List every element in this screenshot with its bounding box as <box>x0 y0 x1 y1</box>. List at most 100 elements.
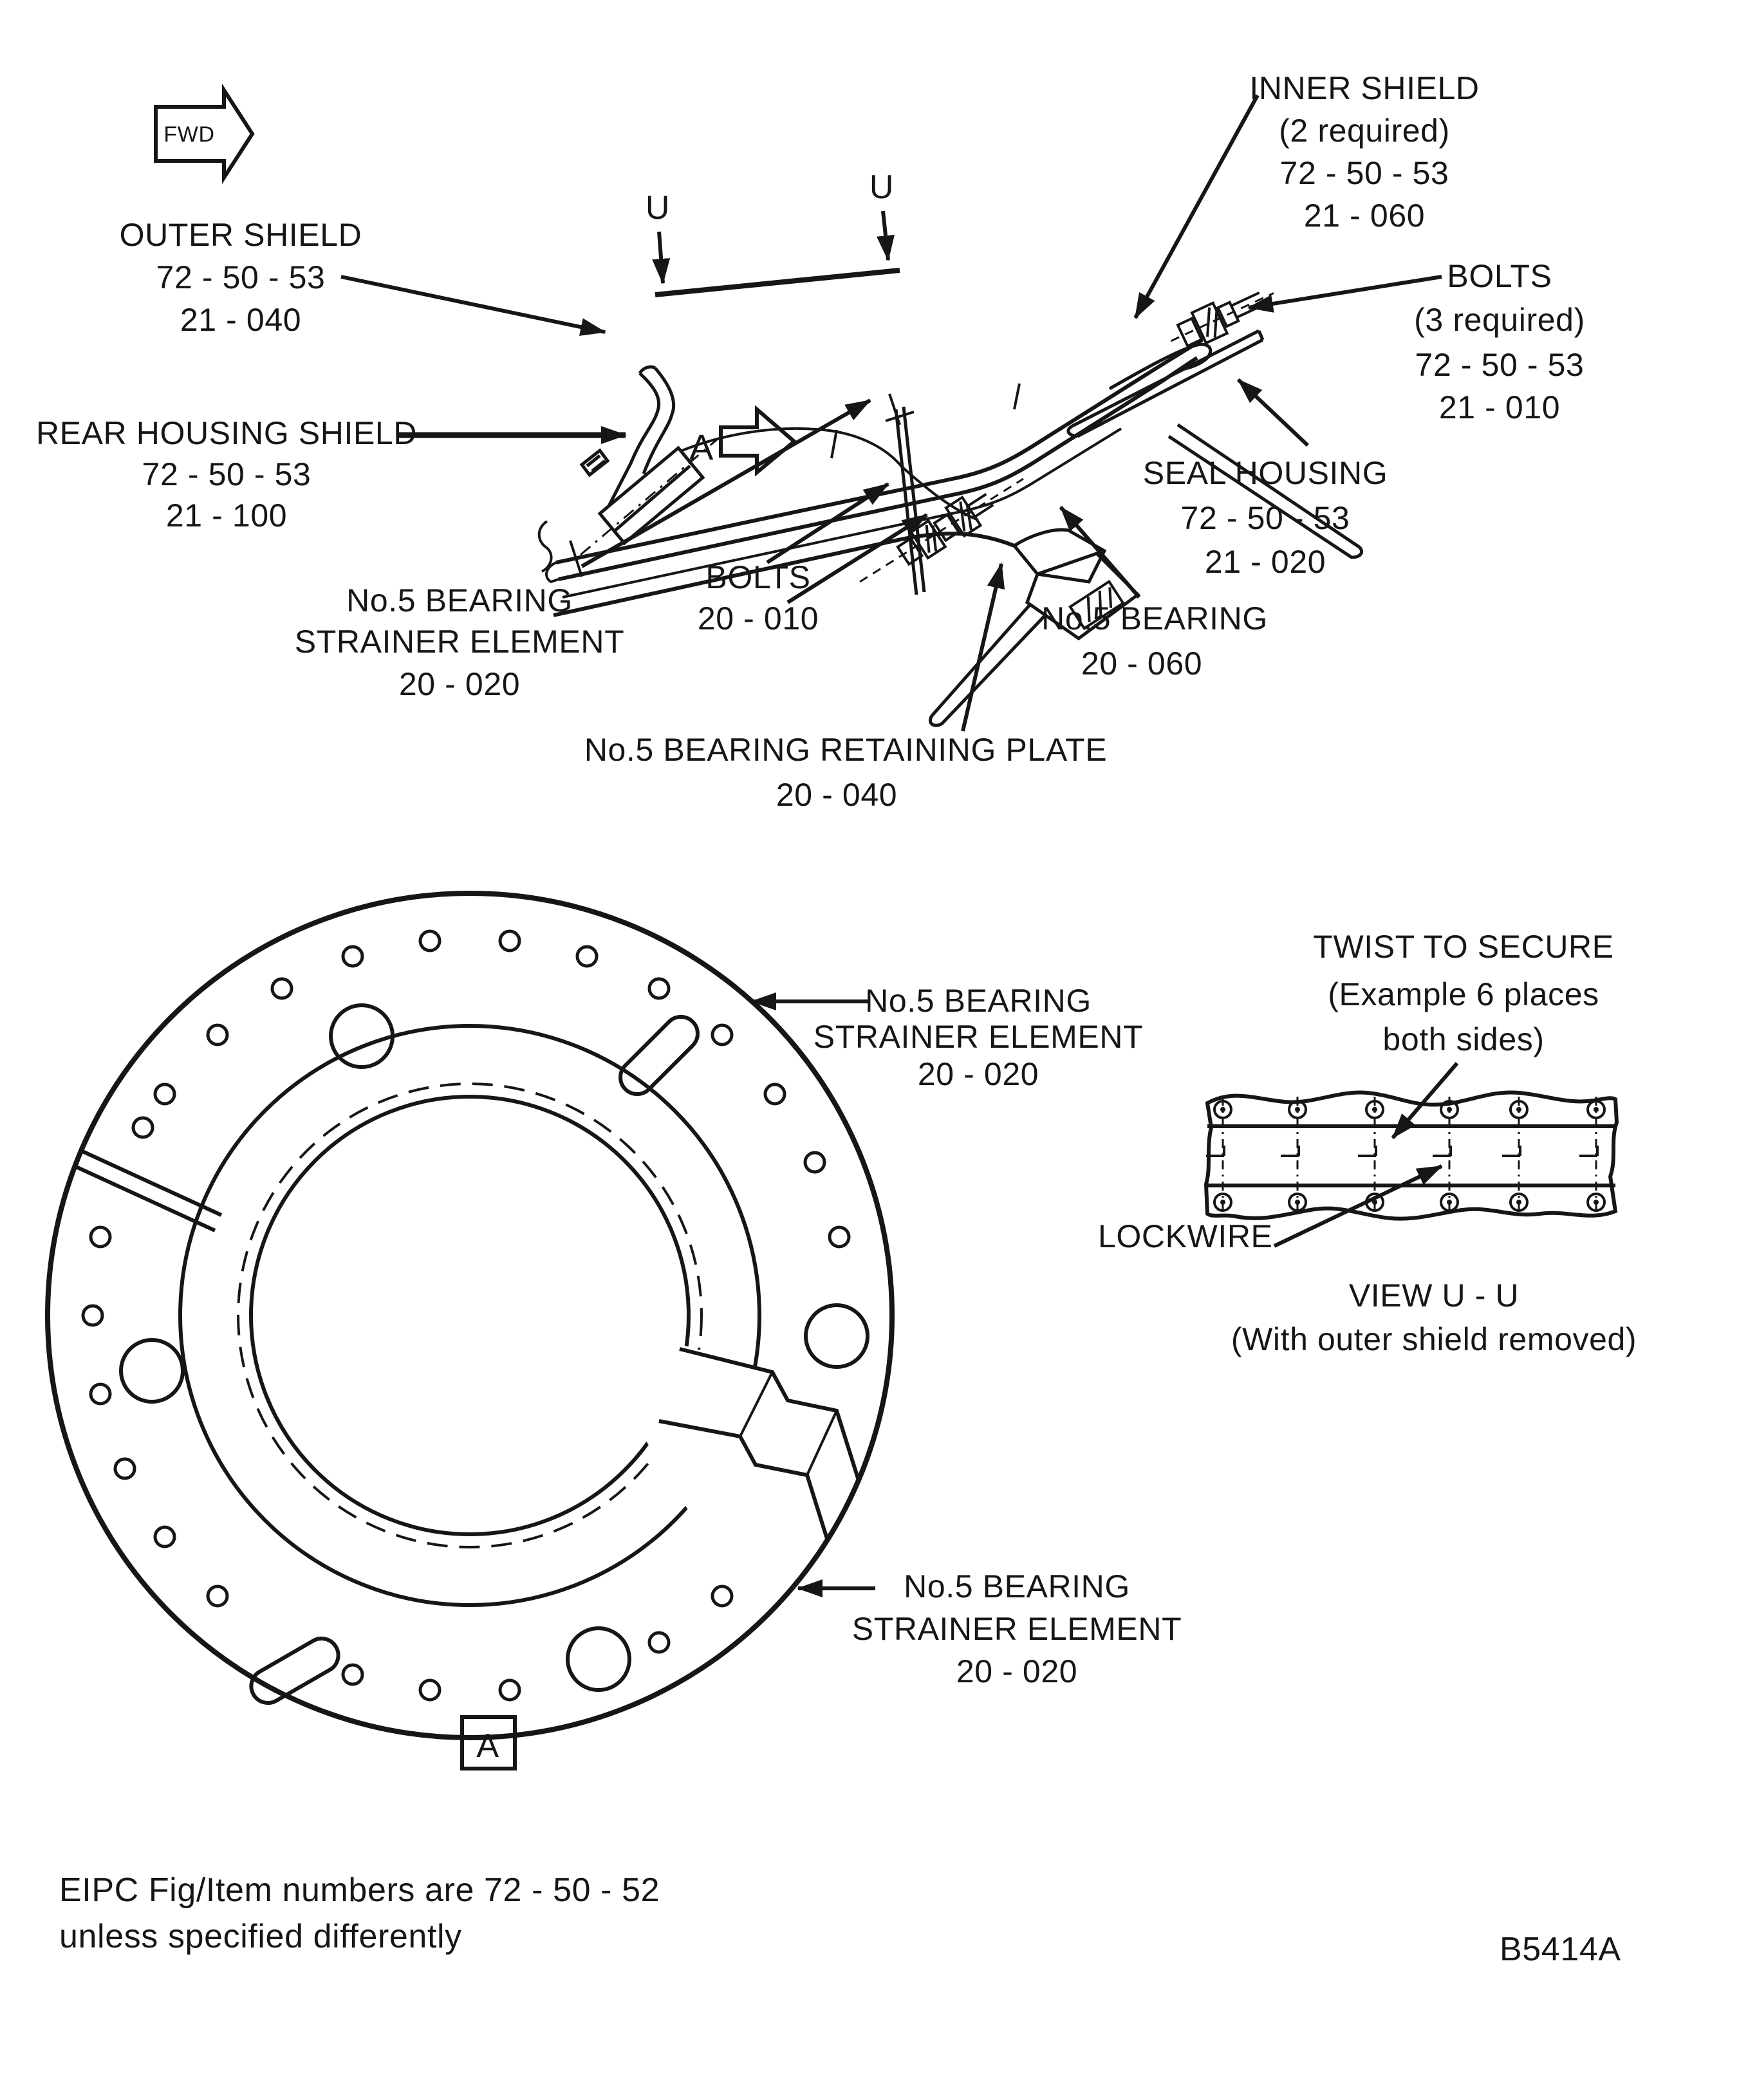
callout-line: STRAINER ELEMENT <box>295 624 624 660</box>
split-line-1 <box>80 1149 223 1217</box>
lockwire-detail-drawing <box>1204 1062 1619 1248</box>
bearing-part <box>1068 579 1125 631</box>
split-line-2 <box>73 1164 216 1232</box>
bolt-centerline <box>859 478 1024 583</box>
callout-line: STRAINER ELEMENT <box>813 1019 1143 1055</box>
callout-line: 20 - 020 <box>918 1056 1039 1092</box>
inner-shield-bolts-part <box>1170 292 1274 348</box>
fwd-arrow-icon <box>154 83 255 185</box>
strainer-plate-part <box>885 393 926 595</box>
callout-line: No.5 BEARING <box>346 582 573 618</box>
callout-line: STRAINER ELEMENT <box>852 1611 1182 1647</box>
callout-line: 20 - 010 <box>698 600 819 637</box>
detail-a-box-marker: A <box>476 1727 499 1765</box>
callout-line: BOLTS <box>1447 258 1552 294</box>
callout-rear-housing-shield: REAR HOUSING SHIELD 72 - 50 - 53 21 - 10… <box>36 415 417 534</box>
leader-bolts-inner <box>1247 275 1442 313</box>
leader-bolts-bearing-2 <box>786 513 928 604</box>
callout-line: OUTER SHIELD <box>120 217 362 253</box>
callout-line: No.5 BEARING <box>1041 600 1268 637</box>
callout-line: No.5 BEARING RETAINING PLATE <box>584 732 1107 768</box>
twist-ticks <box>1206 1146 1599 1157</box>
callout-bearing: No.5 BEARING 20 - 060 <box>1041 600 1268 682</box>
section-u-right: U <box>869 169 894 206</box>
callout-texts: OUTER SHIELD 72 - 50 - 53 21 - 040 INNER… <box>36 70 1637 1689</box>
callout-line: No.5 BEARING <box>904 1568 1130 1604</box>
callout-line: 21 - 040 <box>180 302 301 338</box>
footnote-line-1: EIPC Fig/Item numbers are 72 - 50 - 52 <box>59 1872 660 1909</box>
callout-inner-shield: INNER SHIELD (2 required) 72 - 50 - 53 2… <box>1249 70 1479 234</box>
callout-lockwire: LOCKWIRE <box>1098 1218 1273 1254</box>
leader-bearing <box>1059 506 1141 599</box>
bore-edge <box>249 1095 691 1536</box>
housing-legs <box>928 423 1363 727</box>
callout-line: 21 - 100 <box>166 497 287 534</box>
leader-twist <box>1391 1062 1459 1139</box>
footnote-line-2: unless specified differently <box>59 1918 462 1955</box>
ring-outer-edge <box>45 891 895 1740</box>
callout-line: 21 - 060 <box>1304 198 1425 234</box>
inner-shield-part <box>1108 342 1213 391</box>
callout-line: (With outer shield removed) <box>1231 1321 1637 1357</box>
callout-line: 72 - 50 - 53 <box>156 259 326 295</box>
figure-code: B5414A <box>1500 1931 1621 1968</box>
joint-clearance <box>637 1341 850 1564</box>
joint-edges <box>658 1347 860 1541</box>
detail-a-marker: A <box>689 427 714 467</box>
section-u-right-arrow <box>877 210 895 261</box>
callout-line: INNER SHIELD <box>1249 70 1479 106</box>
leader-arrows <box>340 94 1442 732</box>
lockwire-strip <box>1204 1090 1619 1221</box>
leader-strainer-section <box>581 398 871 568</box>
section-cut-line <box>655 268 900 297</box>
leader-inner-shield <box>1133 94 1260 319</box>
callout-line: 21 - 010 <box>1439 389 1560 425</box>
slot-upper-right <box>618 1015 700 1096</box>
section-u-left: U <box>646 189 670 227</box>
callout-line: (2 required) <box>1279 113 1450 149</box>
callout-line: (Example 6 places <box>1328 976 1599 1012</box>
callout-line: 20 - 060 <box>1081 646 1202 682</box>
large-holes <box>119 1003 869 1692</box>
leader-lockwire <box>1273 1164 1443 1248</box>
callout-line: 72 - 50 - 53 <box>1181 500 1350 536</box>
callout-line: 21 - 020 <box>1205 544 1326 580</box>
callout-line: 72 - 50 - 53 <box>1280 155 1449 191</box>
callout-strainer-element-upper: No.5 BEARING STRAINER ELEMENT 20 - 020 <box>813 983 1143 1092</box>
callout-line: 20 - 020 <box>399 666 520 702</box>
callout-line: 72 - 50 - 53 <box>142 456 311 492</box>
leader-seal-housing <box>1236 378 1310 447</box>
strip-centerlines <box>1222 1097 1597 1213</box>
callout-line: REAR HOUSING SHIELD <box>36 415 417 451</box>
top-assembly-drawing: FWD U U <box>154 83 1442 732</box>
housing-contour <box>682 427 979 521</box>
callout-view-uu: VIEW U - U (With outer shield removed) <box>1231 1278 1637 1357</box>
callout-seal-housing: SEAL HOUSING 72 - 50 - 53 21 - 020 <box>1143 455 1388 580</box>
leader-retaining-plate <box>961 562 1005 732</box>
callout-line: both sides) <box>1382 1021 1544 1057</box>
callout-line: TWIST TO SECURE <box>1313 929 1613 965</box>
callout-line: SEAL HOUSING <box>1143 455 1388 491</box>
screen-outer-edge <box>178 1024 761 1607</box>
bearing-bolts-part <box>896 493 994 566</box>
seal-housing-rod <box>1066 329 1265 438</box>
strainer-circle-drawing: A <box>45 891 895 1770</box>
screen-dashed-circle <box>237 1083 703 1548</box>
leader-outer-shield <box>340 275 606 336</box>
callout-outer-shield: OUTER SHIELD 72 - 50 - 53 21 - 040 <box>120 217 362 338</box>
callout-line: No.5 BEARING <box>865 983 1092 1019</box>
rivet-holes <box>81 929 851 1702</box>
callout-bolts-bearing: BOLTS 20 - 010 <box>698 559 819 637</box>
callout-strainer-element-lower: No.5 BEARING STRAINER ELEMENT 20 - 020 <box>852 1568 1182 1689</box>
callout-line: 20 - 040 <box>776 777 897 813</box>
callout-line: 20 - 020 <box>956 1653 1077 1689</box>
detail-a-box <box>460 1715 517 1770</box>
callout-bolts-inner-shield: BOLTS (3 required) 72 - 50 - 53 21 - 010 <box>1414 258 1585 425</box>
callout-retaining-plate: No.5 BEARING RETAINING PLATE 20 - 040 <box>584 732 1107 813</box>
seal-housing-part <box>1012 528 1140 641</box>
callout-line: 72 - 50 - 53 <box>1415 347 1585 383</box>
footer: EIPC Fig/Item numbers are 72 - 50 - 52 u… <box>59 1872 1621 1968</box>
outer-shield-part <box>537 338 1204 617</box>
